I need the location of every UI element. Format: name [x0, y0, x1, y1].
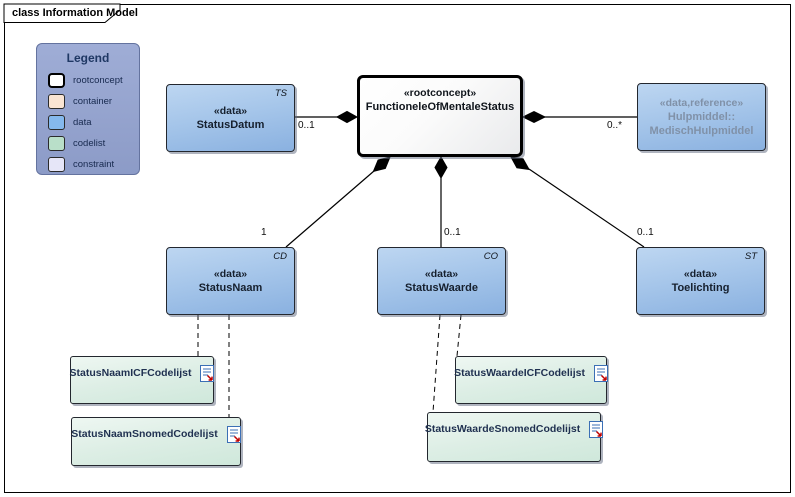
- class-statusnaam[interactable]: CD «data» StatusNaam: [166, 247, 295, 315]
- multiplicity-toelichting: 0..1: [637, 227, 654, 238]
- document-link-icon: [226, 426, 241, 443]
- stereotype: «rootconcept»: [403, 87, 477, 99]
- class-name: Toelichting: [671, 282, 730, 294]
- legend-label: codelist: [73, 138, 106, 149]
- document-link-icon: [593, 365, 608, 382]
- type-tag: ST: [744, 251, 757, 262]
- codelist-swatch: [48, 136, 65, 151]
- stereotype: «data»: [683, 268, 718, 280]
- class-hulpmiddel[interactable]: «data,reference» Hulpmiddel:: MedischHul…: [637, 83, 766, 151]
- legend-item-rootconcept: rootconcept: [37, 70, 139, 91]
- multiplicity-statusdatum: 0..1: [298, 120, 315, 131]
- class-rootconcept[interactable]: «rootconcept» FunctioneleOfMentaleStatus: [357, 75, 523, 157]
- codelist-links: [197, 314, 462, 417]
- legend-item-codelist: codelist: [37, 133, 139, 154]
- rootconcept-swatch: [48, 73, 65, 88]
- diagram-frame-border: [4, 4, 791, 493]
- multiplicity-statuswaarde: 0..1: [444, 227, 461, 238]
- codelist-name: StatusNaamICFCodelijst: [69, 367, 192, 379]
- composition-diamond: [434, 155, 448, 180]
- legend-item-container: container: [37, 91, 139, 112]
- class-statusdatum[interactable]: TS «data» StatusDatum: [166, 84, 295, 152]
- legend: Legend rootconcept container data codeli…: [36, 43, 140, 175]
- class-name: StatusNaam: [198, 282, 263, 294]
- composition-diamond: [510, 156, 531, 171]
- container-swatch: [48, 94, 65, 109]
- legend-item-constraint: constraint: [37, 154, 139, 175]
- legend-item-data: data: [37, 112, 139, 133]
- multiplicity-statusnaam: 1: [261, 227, 267, 238]
- codelist-statuswaarde-icf[interactable]: StatusWaardeICFCodelijst: [454, 356, 608, 404]
- legend-label: rootconcept: [73, 75, 123, 86]
- codelist-statusnaam-icf[interactable]: StatusNaamICFCodelijst: [69, 356, 215, 404]
- type-tag: CO: [483, 251, 498, 262]
- legend-label: constraint: [73, 159, 115, 170]
- type-tag: TS: [274, 88, 287, 99]
- frame-tab: [3, 3, 121, 23]
- document-link-icon: [200, 365, 215, 382]
- link-statuswaarde-snomed: [432, 314, 441, 413]
- composition-diamond: [335, 110, 359, 124]
- constraint-swatch: [48, 157, 65, 172]
- composition-diamond: [521, 110, 547, 124]
- legend-label: container: [73, 96, 113, 107]
- class-name: StatusWaarde: [405, 282, 478, 294]
- class-name-line1: Hulpmiddel::: [667, 111, 736, 123]
- association-statuswaarde: [434, 155, 448, 247]
- class-name: FunctioneleOfMentaleStatus: [365, 101, 515, 113]
- stereotype: «data»: [424, 268, 459, 280]
- codelist-name: StatusWaardeSnomedCodelijst: [424, 423, 581, 435]
- composition-diamond: [372, 156, 391, 173]
- multiplicity-hulpmiddel: 0..*: [607, 120, 623, 131]
- class-name-line2: MedischHulpmiddel: [649, 125, 754, 137]
- class-name: StatusDatum: [196, 119, 265, 131]
- frame-title: class Information Model: [12, 7, 138, 19]
- association-toelichting: [510, 156, 645, 248]
- association-hulpmiddel: [521, 110, 637, 124]
- document-link-icon: [589, 421, 604, 438]
- stereotype: «data,reference»: [659, 97, 744, 109]
- codelist-statuswaarde-snomed[interactable]: StatusWaardeSnomedCodelijst: [424, 412, 604, 462]
- stereotype: «data»: [213, 105, 248, 117]
- legend-label: data: [73, 117, 92, 128]
- association-statusnaam: [285, 156, 391, 248]
- link-statuswaarde-icf: [456, 314, 462, 357]
- class-toelichting[interactable]: ST «data» Toelichting: [636, 247, 765, 315]
- legend-title: Legend: [66, 51, 110, 65]
- stereotype: «data»: [213, 268, 248, 280]
- data-swatch: [48, 115, 65, 130]
- codelist-statusnaam-snomed[interactable]: StatusNaamSnomedCodelijst: [71, 417, 241, 466]
- codelist-name: StatusNaamSnomedCodelijst: [71, 428, 218, 440]
- type-tag: CD: [273, 251, 287, 262]
- association-statusdatum: [295, 110, 359, 124]
- class-statuswaarde[interactable]: CO «data» StatusWaarde: [377, 247, 506, 315]
- codelist-name: StatusWaardeICFCodelijst: [454, 367, 585, 379]
